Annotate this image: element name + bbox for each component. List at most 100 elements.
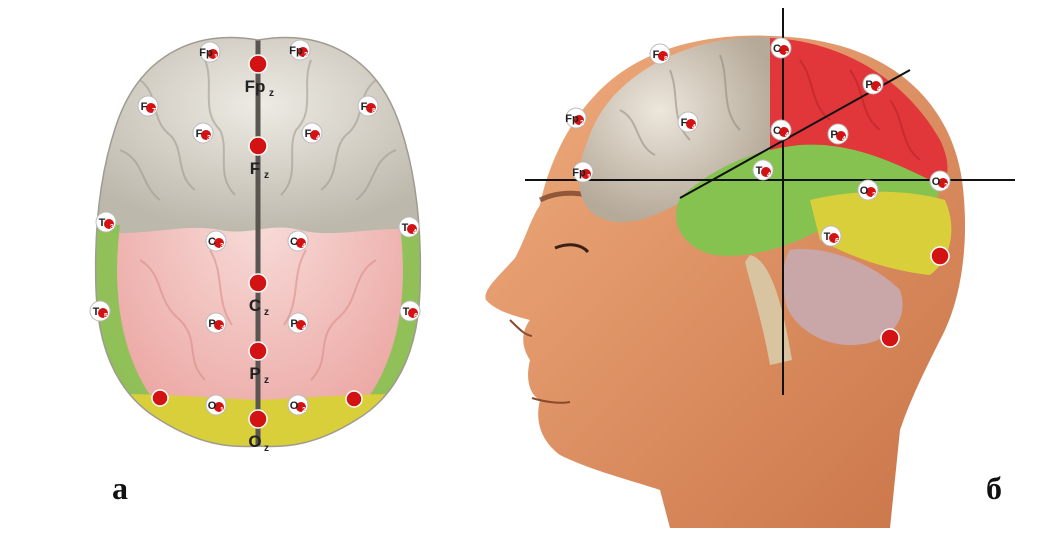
electrode-subscript: 4 — [692, 124, 696, 131]
electrode-label: Fp — [199, 47, 213, 59]
electrode-subscript: 4 — [877, 86, 881, 93]
electrode-subscript: 3 — [220, 325, 224, 332]
electrode-subscript: 6 — [835, 238, 839, 245]
electrode-subscript: 4 — [316, 135, 320, 142]
top-view-diagram: Fp1Fp2FpzF7F8F3F4FzT3T4C3C4CzT5T6P3P4PzO… — [0, 0, 525, 528]
electrode-label: O — [248, 432, 261, 451]
electrode-subscript: z — [264, 307, 269, 318]
electrode-subscript: 8 — [664, 56, 668, 63]
unlabeled-electrode-dot — [881, 329, 899, 347]
electrode-subscript: z — [264, 443, 269, 454]
electrode-subscript: z — [264, 375, 269, 386]
electrode-label: P — [208, 318, 215, 330]
electrode-subscript: 2 — [944, 183, 948, 190]
electrode-subscript: 2 — [580, 120, 584, 127]
electrode-label: F — [250, 159, 260, 178]
panel-label-b: б — [986, 470, 1002, 507]
electrode-subscript: 4 — [767, 172, 771, 179]
electrode-subscript: 4 — [302, 325, 306, 332]
electrode-label: C — [773, 43, 781, 55]
electrode-dot — [249, 342, 267, 360]
electrode-p4: P4 — [288, 313, 308, 333]
electrode-dot — [249, 137, 267, 155]
electrode-subscript: z — [264, 170, 269, 181]
electrode-subscript: 5 — [104, 313, 108, 320]
electrode-label: T — [403, 306, 410, 318]
electrode-subscript: 4 — [302, 243, 306, 250]
electrode-subscript: 1 — [220, 407, 224, 414]
unlabeled-electrode-dot — [152, 390, 168, 406]
electrode-label: Fp — [245, 77, 266, 96]
electrode-label: P — [865, 79, 872, 91]
electrode-label: O — [290, 400, 299, 412]
electrode-label: Fp — [289, 45, 303, 57]
electrode-subscript: 3 — [220, 243, 224, 250]
electrode-o2b: O2 — [930, 171, 950, 191]
electrode-label: F — [681, 117, 688, 129]
electrode-subscript: 3 — [207, 135, 211, 142]
electrode-label: F — [141, 101, 148, 113]
electrode-subscript: 4 — [413, 229, 417, 236]
electrode-subscript: 2 — [304, 52, 308, 59]
electrode-fp2: Fp2 — [289, 40, 310, 60]
electrode-label: T — [99, 217, 106, 229]
electrode-label: F — [305, 128, 312, 140]
electrode-label: P — [830, 129, 837, 141]
electrode-label: T — [824, 231, 831, 243]
electrode-f4: F4 — [678, 112, 698, 132]
panel-label-a: а — [112, 470, 128, 507]
electrode-subscript: z — [269, 88, 274, 99]
unlabeled-electrode-dot — [931, 247, 949, 265]
electrode-label: C — [249, 296, 261, 315]
electrode-label: T — [756, 165, 763, 177]
electrode-label: T — [93, 306, 100, 318]
electrode-f4: F4 — [302, 123, 322, 143]
electrode-subscript: 8 — [372, 108, 376, 115]
unlabeled-electrode-dot — [346, 391, 362, 407]
electrode-subscript: 3 — [110, 224, 114, 231]
electrode-label: F — [653, 49, 660, 61]
electrode-label: C — [208, 236, 216, 248]
electrode-subscript: 4 — [842, 136, 846, 143]
electrode-label: C — [290, 236, 298, 248]
electrode-label: O — [860, 185, 869, 197]
electrode-label: C — [773, 125, 781, 137]
electrode-label: Fp — [565, 113, 579, 125]
electrode-label: T — [402, 222, 409, 234]
electrode-subscript: 4 — [785, 132, 789, 139]
electrode-label: F — [196, 128, 203, 140]
electrode-subscript: z — [785, 50, 789, 57]
electrode-subscript: 6 — [414, 313, 418, 320]
electrode-subscript: 2 — [302, 407, 306, 414]
electrode-subscript: 1 — [587, 174, 591, 181]
electrode-dot — [249, 274, 267, 292]
electrode-subscript: 7 — [152, 108, 156, 115]
electrode-label: F — [361, 101, 368, 113]
electrode-label: O — [932, 176, 941, 188]
electrode-label: P — [290, 318, 297, 330]
electrode-subscript: 2 — [872, 192, 876, 199]
electrode-label: P — [249, 364, 260, 383]
